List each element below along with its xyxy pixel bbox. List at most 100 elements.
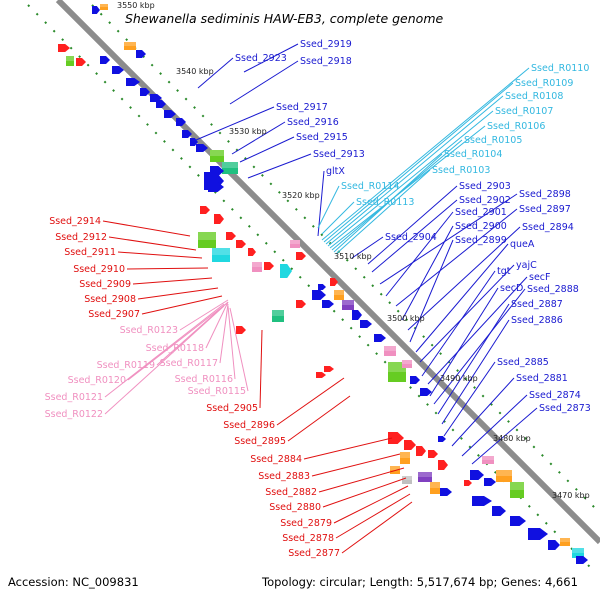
trna-leader-ssed-r0107 — [327, 110, 494, 247]
tick-label-3480-kbp: 3480 kbp — [493, 434, 531, 443]
gene-feature-block — [334, 290, 344, 300]
minus-strand-label-ssed-2905: Ssed_2905 — [206, 403, 258, 414]
gene-feature-arrow — [410, 376, 420, 384]
tick-label-3470-kbp: 3470 kbp — [552, 491, 590, 500]
plus-strand-label-ssed-2881: Ssed_2881 — [516, 373, 568, 384]
outer-guide-line — [27, 4, 597, 574]
gene-feature-arrow — [576, 556, 588, 564]
minus-strand-label-ssed-2909: Ssed_2909 — [79, 279, 131, 290]
trna-label-ssed-r0114: Ssed_R0114 — [341, 181, 399, 192]
plus-strand-leader-ssed-2901 — [385, 211, 454, 297]
gene-feature-block — [402, 476, 412, 484]
gene-feature-block — [210, 150, 224, 162]
minus-strand-leader-ssed-2908 — [137, 287, 219, 300]
trna-label-ssed-r0113: Ssed_R0113 — [356, 197, 414, 208]
plus-strand-label-secf: secF — [529, 272, 550, 283]
plus-strand-label-ssed-2904: Ssed_2904 — [385, 232, 437, 243]
plus-strand-label-ssed-2915: Ssed_2915 — [296, 132, 348, 143]
gene-feature-block — [198, 232, 216, 248]
plus-strand-leader-ssed-2917 — [195, 106, 275, 141]
minus-strand-label-ssed-2877: Ssed_2877 — [288, 548, 340, 559]
minus-strand-label-ssed-2884: Ssed_2884 — [250, 454, 302, 465]
rrna-label-ssed-r0120: Ssed_R0120 — [68, 375, 126, 386]
minus-strand-leader-ssed-2878 — [335, 493, 411, 539]
gene-feature-arrow — [404, 440, 416, 450]
plus-strand-label-ssed-2885: Ssed_2885 — [497, 357, 549, 368]
plus-strand-leader-ssed-2899 — [409, 239, 454, 343]
gene-feature-arrow — [312, 290, 326, 300]
plus-strand-label-ssed-2899: Ssed_2899 — [455, 235, 507, 246]
plus-strand-label-ssed-2913: Ssed_2913 — [313, 149, 365, 160]
plus-strand-leader-ssed-2898 — [379, 193, 518, 285]
tick-label-3490-kbp: 3490 kbp — [440, 374, 478, 383]
minus-strand-label-ssed-2910: Ssed_2910 — [73, 264, 125, 275]
plus-strand-label-ssed-2903: Ssed_2903 — [459, 181, 511, 192]
plus-strand-label-ssed-2923: Ssed_2923 — [235, 53, 287, 64]
accession-text: Accession: NC_009831 — [8, 575, 139, 589]
plus-strand-leader-ssed-2904 — [351, 236, 384, 259]
plus-strand-label-ssed-2918: Ssed_2918 — [300, 56, 352, 67]
gene-feature-arrow — [264, 262, 274, 270]
gene-feature-block — [290, 240, 300, 248]
gene-feature-arrow — [280, 264, 292, 278]
minus-strand-leader-ssed-2882 — [318, 467, 405, 493]
rrna-label-ssed-r0117: Ssed_R0117 — [160, 358, 218, 369]
gene-feature-block — [390, 466, 400, 474]
trna-leader-ssed-r0113 — [321, 201, 355, 235]
gene-feature-block — [388, 362, 406, 382]
minus-strand-label-ssed-2912: Ssed_2912 — [55, 232, 107, 243]
tick-label-3510-kbp: 3510 kbp — [334, 252, 372, 261]
gene-feature-arrow — [420, 388, 432, 396]
rrna-leader-ssed-r0116 — [227, 305, 236, 380]
gene-feature-arrow — [164, 110, 176, 118]
minus-strand-label-ssed-2914: Ssed_2914 — [49, 216, 101, 227]
minus-strand-label-ssed-2883: Ssed_2883 — [258, 471, 310, 482]
gene-feature-arrow — [352, 310, 362, 320]
gene-feature-arrow — [464, 480, 472, 486]
tick-label-3500-kbp: 3500 kbp — [387, 314, 425, 323]
gene-feature-block — [510, 482, 524, 498]
trna-label-ssed-r0110: Ssed_R0110 — [531, 63, 589, 74]
gene-feature-arrow — [360, 320, 372, 328]
gene-feature-block — [400, 452, 410, 464]
plus-strand-label-ssed-2898: Ssed_2898 — [519, 189, 571, 200]
gene-feature-arrow — [316, 372, 326, 378]
gene-feature-arrow — [182, 130, 192, 138]
gene-feature-arrow — [492, 506, 506, 516]
gene-feature-arrow — [214, 214, 224, 224]
plus-strand-leader-ssed-2918 — [229, 60, 299, 105]
trna-leader-ssed-r0114 — [317, 185, 340, 229]
plus-strand-leader-ssed-2915 — [239, 136, 295, 163]
gene-feature-block — [66, 56, 74, 66]
plus-strand-leader-secf — [427, 276, 528, 385]
rrna-label-ssed-r0119: Ssed_R0119 — [97, 360, 155, 371]
trna-leader-ssed-r0108 — [325, 95, 504, 245]
rrna-label-ssed-r0116: Ssed_R0116 — [175, 374, 233, 385]
gene-feature-arrow — [196, 144, 208, 152]
plus-strand-leader-ssed-2902 — [371, 199, 458, 273]
plus-strand-leader-ssed-2916 — [231, 121, 286, 155]
rrna-leader-ssed-r0120 — [127, 303, 227, 381]
gene-feature-arrow — [100, 56, 110, 64]
gene-feature-arrow — [248, 248, 256, 256]
map-title: Shewanella sediminis HAW-EB3, complete g… — [125, 11, 443, 26]
minus-strand-leader-ssed-2896 — [276, 377, 345, 426]
gene-feature-arrow — [58, 44, 70, 52]
plus-strand-label-ssed-2894: Ssed_2894 — [522, 222, 574, 233]
trna-leader-ssed-r0109 — [323, 82, 514, 243]
plus-strand-leader-ssed-2923 — [197, 57, 234, 89]
rrna-label-ssed-r0115: Ssed_R0115 — [188, 386, 246, 397]
rrna-label-ssed-r0118: Ssed_R0118 — [146, 343, 204, 354]
gene-feature-arrow — [548, 540, 560, 550]
plus-strand-label-ssed-2919: Ssed_2919 — [300, 39, 352, 50]
plus-strand-leader-ssed-2919 — [243, 43, 299, 73]
plus-strand-label-ssed-2901: Ssed_2901 — [455, 207, 507, 218]
trna-label-ssed-r0105: Ssed_R0105 — [464, 135, 522, 146]
rrna-label-ssed-r0122: Ssed_R0122 — [45, 409, 103, 420]
plus-strand-leader-ssed-2886 — [441, 319, 510, 425]
plus-strand-label-ssed-2887: Ssed_2887 — [511, 299, 563, 310]
plus-strand-leader-yajc — [419, 264, 515, 363]
gene-feature-arrow — [76, 58, 86, 66]
tick-label-3530-kbp: 3530 kbp — [229, 127, 267, 136]
